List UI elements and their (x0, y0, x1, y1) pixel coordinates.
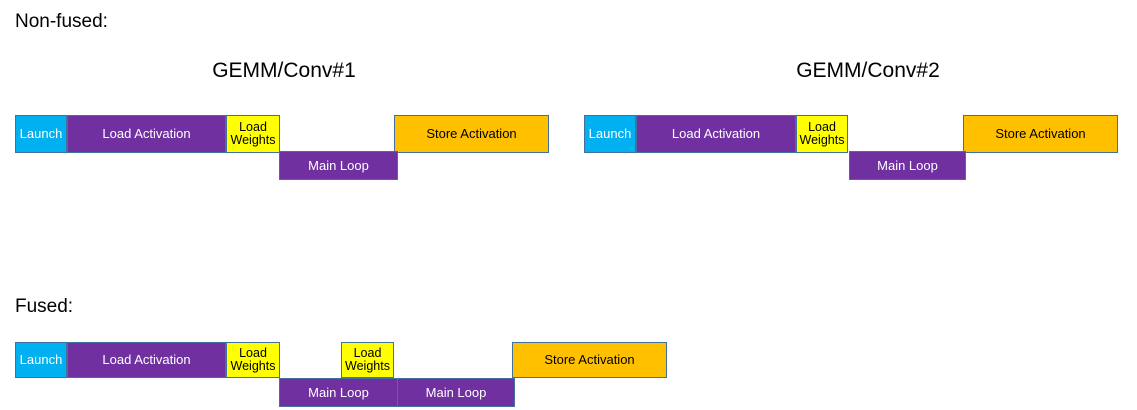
bar-label: Main Loop (425, 384, 487, 400)
bar-load-weights-fused-2[interactable]: Load Weights (341, 342, 394, 378)
bar-label: Load Activation (102, 126, 191, 142)
bar-label: Main Loop (308, 157, 369, 173)
bar-label: Launch (588, 126, 632, 142)
bar-label: Load Weights (230, 345, 276, 373)
bar-main-loop-fused-2[interactable]: Main Loop (397, 378, 515, 407)
bar-load-activation-fused[interactable]: Load Activation (67, 342, 226, 378)
bar-launch-fused[interactable]: Launch (15, 342, 67, 378)
non-fused-section-label: Non-fused: (15, 11, 108, 32)
bar-label: Store Activation (995, 126, 1086, 142)
bar-load-weights-gemm2[interactable]: Load Weights (796, 115, 848, 153)
bar-label: Launch (19, 352, 63, 368)
bar-main-loop-fused-1[interactable]: Main Loop (279, 378, 398, 407)
bar-store-activation-fused[interactable]: Store Activation (512, 342, 667, 378)
bar-load-activation-gemm2[interactable]: Load Activation (636, 115, 796, 153)
bar-load-weights-fused-1[interactable]: Load Weights (226, 342, 280, 378)
bar-main-loop-gemm2[interactable]: Main Loop (849, 151, 966, 180)
bar-main-loop-gemm1[interactable]: Main Loop (279, 151, 398, 180)
fused-section-label: Fused: (15, 296, 74, 317)
bar-label: Store Activation (426, 126, 517, 142)
bar-load-activation-gemm1[interactable]: Load Activation (67, 115, 226, 153)
bar-label: Main Loop (877, 157, 938, 173)
bar-label: Load Weights (230, 119, 276, 147)
bar-label: Load Weights (799, 119, 845, 147)
bar-label: Load Weights (345, 345, 390, 373)
bar-label: Launch (19, 126, 63, 142)
bar-launch-gemm1[interactable]: Launch (15, 115, 67, 153)
bar-store-activation-gemm2[interactable]: Store Activation (963, 115, 1118, 153)
bar-label: Load Activation (671, 126, 761, 142)
group-title-gemm-conv-1: GEMM/Conv#1 (212, 59, 356, 82)
bar-store-activation-gemm1[interactable]: Store Activation (394, 115, 549, 153)
bar-launch-gemm2[interactable]: Launch (584, 115, 636, 153)
bar-label: Main Loop (308, 384, 369, 400)
bar-load-weights-gemm1[interactable]: Load Weights (226, 115, 280, 153)
bar-label: Load Activation (102, 352, 191, 368)
group-title-gemm-conv-2: GEMM/Conv#2 (796, 59, 940, 82)
bar-label: Store Activation (544, 352, 635, 368)
